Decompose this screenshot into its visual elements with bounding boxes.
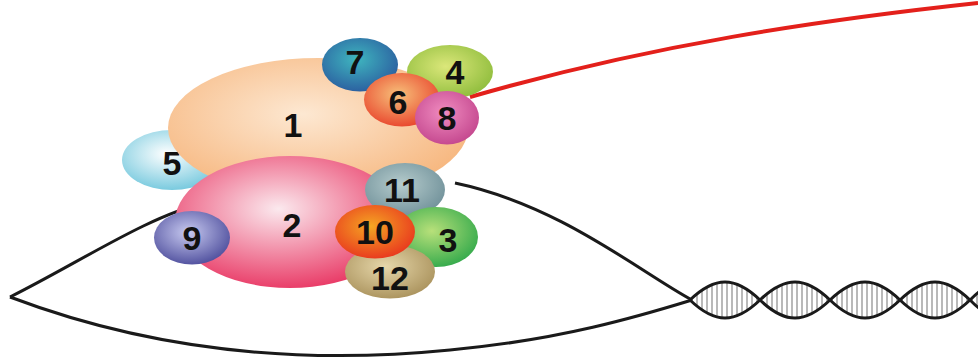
callout-number: 8 xyxy=(438,101,457,135)
rna-strand xyxy=(470,3,978,97)
dna-coding-strand xyxy=(10,297,692,356)
callout-number: 3 xyxy=(439,223,458,257)
protein-subunit: 10 xyxy=(335,205,415,259)
callout-number: 6 xyxy=(389,85,408,119)
subunit-ellipse xyxy=(365,163,445,217)
subunit-ellipse xyxy=(415,91,479,145)
callout-number: 7 xyxy=(346,45,365,79)
subunit-ellipse xyxy=(345,245,435,299)
subunit-ellipse xyxy=(122,130,222,190)
dna-helix-strand xyxy=(690,282,978,318)
callout-number: 4 xyxy=(446,55,465,89)
callout-number: 1 xyxy=(284,108,303,142)
dna-helix-strand xyxy=(690,282,978,318)
callout-number: 9 xyxy=(183,221,202,255)
protein-subunit: 8 xyxy=(415,91,479,145)
subunit-ellipse xyxy=(335,205,415,259)
callout-number: 2 xyxy=(283,208,302,242)
callout-number: 12 xyxy=(371,261,409,295)
callout-number: 11 xyxy=(384,173,420,207)
subunit-ellipse xyxy=(322,38,398,92)
dna-template-strand xyxy=(455,183,692,300)
protein-subunit: 9 xyxy=(154,211,230,265)
callout-number: 10 xyxy=(356,215,394,249)
subunit-ellipse xyxy=(154,211,230,265)
dna-helix-fill xyxy=(690,282,978,318)
